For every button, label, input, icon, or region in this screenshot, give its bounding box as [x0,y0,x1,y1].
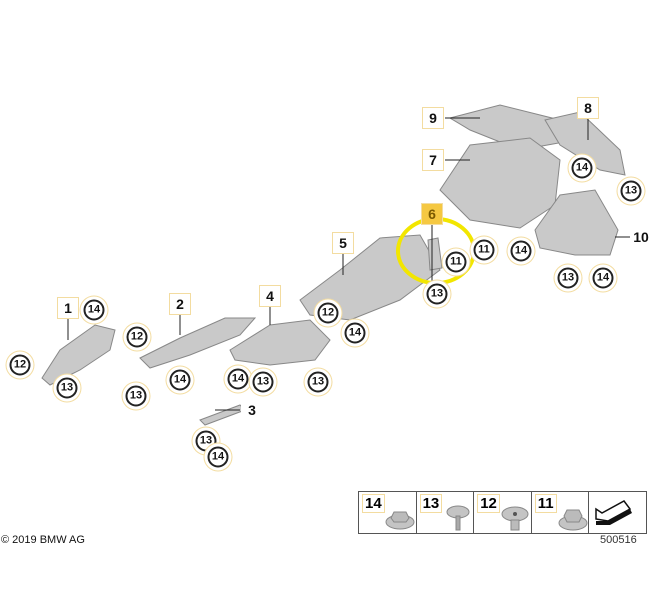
legend-number: 11 [534,494,557,513]
hex-flange-nut-icon [385,511,415,530]
callout-circle[interactable]: 13 [426,283,448,305]
callout-circle[interactable]: 13 [620,180,642,202]
callout-9[interactable]: 9 [422,107,444,129]
diagram-code: 500516 [600,534,637,546]
part-1 [41,324,116,386]
legend-number: 13 [419,494,443,513]
callout-circle[interactable]: 14 [169,369,191,391]
callout-2[interactable]: 2 [169,293,191,315]
part-4 [229,319,331,366]
legend-direction [589,492,646,533]
callout-6-highlighted[interactable]: 6 [421,203,443,225]
legend-item-12[interactable]: 12 [474,492,532,533]
callout-7[interactable]: 7 [422,149,444,171]
callout-circle[interactable]: 13 [195,430,217,452]
callout-circle[interactable]: 11 [445,251,467,273]
callout-circle[interactable]: 12 [317,302,339,324]
callout-8[interactable]: 8 [577,97,599,119]
callout-3[interactable]: 3 [241,399,263,421]
callout-5[interactable]: 5 [332,232,354,254]
legend-item-11[interactable]: 11 [532,492,590,533]
callout-1[interactable]: 1 [57,297,79,319]
part-7 [439,137,561,229]
legend-item-13[interactable]: 13 [417,492,475,533]
callout-circle[interactable]: 12 [9,354,31,376]
expanding-rivet-icon [501,506,529,531]
callout-circle[interactable]: 13 [252,371,274,393]
screw-icon [446,505,470,531]
callout-circle[interactable]: 14 [571,157,593,179]
copyright: © 2019 BMW AG [1,534,85,546]
callout-circle[interactable]: 14 [344,322,366,344]
legend-item-14[interactable]: 14 [359,492,417,533]
part-3 [199,404,246,426]
callout-circle[interactable]: 14 [83,299,105,321]
hardware-legend: 14 13 12 11 [358,491,647,534]
part-10 [534,189,619,256]
callout-circle[interactable]: 14 [592,267,614,289]
collar-nut-icon [558,509,588,531]
callout-circle[interactable]: 14 [510,240,532,262]
callout-circle[interactable]: 11 [473,239,495,261]
callout-circle[interactable]: 13 [557,267,579,289]
callout-circle[interactable]: 13 [125,385,147,407]
legend-number: 14 [362,494,385,513]
callout-circle[interactable]: 14 [227,368,249,390]
callout-circle[interactable]: 13 [307,371,329,393]
callout-circle[interactable]: 12 [126,326,148,348]
callout-4[interactable]: 4 [259,285,281,307]
legend-number: 12 [477,494,500,513]
callout-10[interactable]: 10 [630,226,652,248]
callout-circle[interactable]: 13 [56,377,78,399]
callout-circle[interactable]: 14 [207,446,229,468]
part-2 [139,317,257,369]
direction-arrow-icon [595,500,633,525]
part-6 [427,237,443,271]
